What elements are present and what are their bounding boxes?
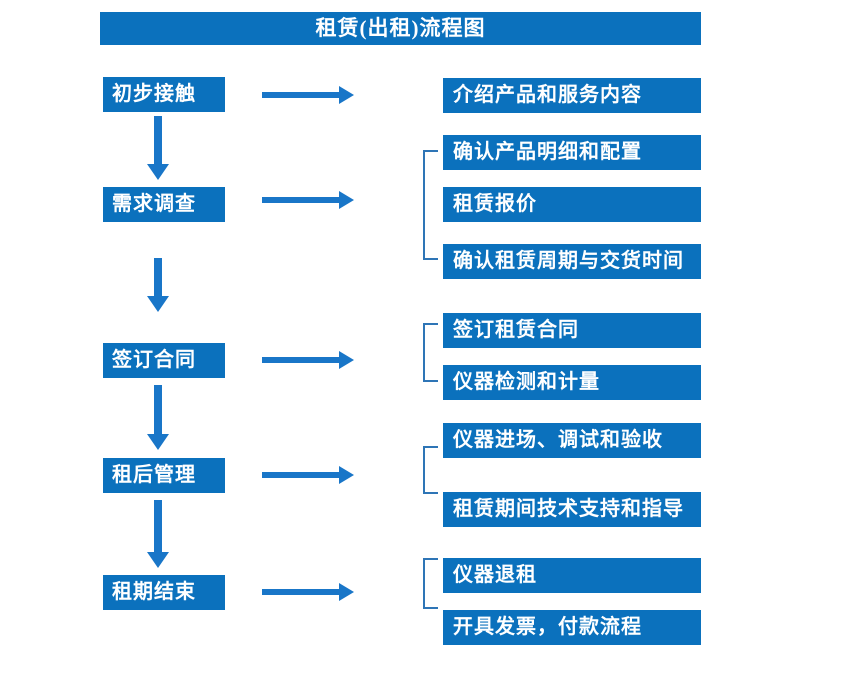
step-box-rental-end: 租期结束 (103, 575, 225, 610)
detail-box-instrument-return: 仪器退租 (443, 558, 701, 593)
right-arrow-icon-5 (262, 582, 354, 602)
chart-title: 租赁(出租)流程图 (100, 12, 701, 45)
step-box-demand-survey: 需求调查 (103, 187, 225, 222)
detail-box-sign-rental-contract: 签订租赁合同 (443, 313, 701, 348)
right-arrow-icon-4 (262, 465, 354, 485)
detail-box-instrument-setup: 仪器进场、调试和验收 (443, 423, 701, 458)
step-box-post-rental: 租后管理 (103, 458, 225, 493)
down-arrow-icon-1 (147, 116, 169, 180)
detail-box-technical-support: 租赁期间技术支持和指导 (443, 492, 701, 527)
right-arrow-icon-2 (262, 190, 354, 210)
down-arrow-icon-2 (147, 258, 169, 312)
bracket-connector-group-5 (423, 558, 438, 609)
step-box-initial-contact: 初步接触 (103, 77, 225, 112)
down-arrow-icon-3 (147, 385, 169, 450)
right-arrow-icon-1 (262, 85, 354, 105)
bracket-connector-group-2 (423, 150, 438, 260)
detail-box-instrument-testing: 仪器检测和计量 (443, 365, 701, 400)
step-box-sign-contract: 签订合同 (103, 343, 225, 378)
detail-box-confirm-period-delivery: 确认租赁周期与交货时间 (443, 244, 701, 279)
detail-box-rental-quote: 租赁报价 (443, 187, 701, 222)
detail-box-confirm-product-config: 确认产品明细和配置 (443, 135, 701, 170)
right-arrow-icon-3 (262, 350, 354, 370)
detail-box-invoice-payment: 开具发票，付款流程 (443, 610, 701, 645)
bracket-connector-group-3 (423, 323, 438, 382)
down-arrow-icon-4 (147, 500, 169, 568)
bracket-connector-group-4 (423, 446, 438, 494)
detail-box-introduce-products: 介绍产品和服务内容 (443, 78, 701, 113)
